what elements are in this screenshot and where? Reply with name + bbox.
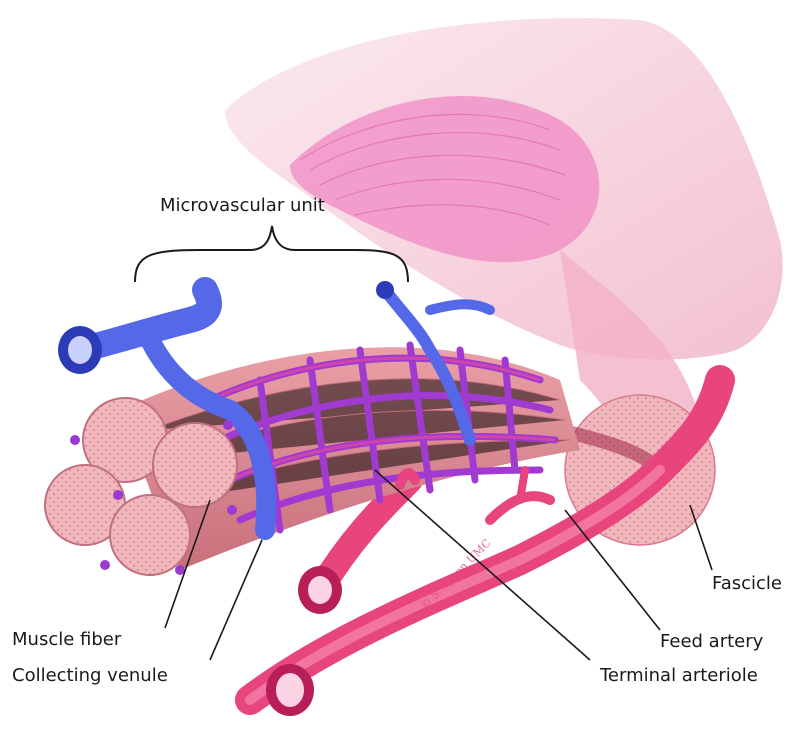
label-fascicle: Fascicle [712,574,782,594]
label-microvascular-unit: Microvascular unit [160,196,325,216]
label-collecting-venule: Collecting venule [12,666,168,686]
label-feed-artery: Feed artery [660,632,763,652]
label-terminal-arteriole: Terminal arteriole [600,666,758,686]
label-muscle-fiber: Muscle fiber [12,630,121,650]
